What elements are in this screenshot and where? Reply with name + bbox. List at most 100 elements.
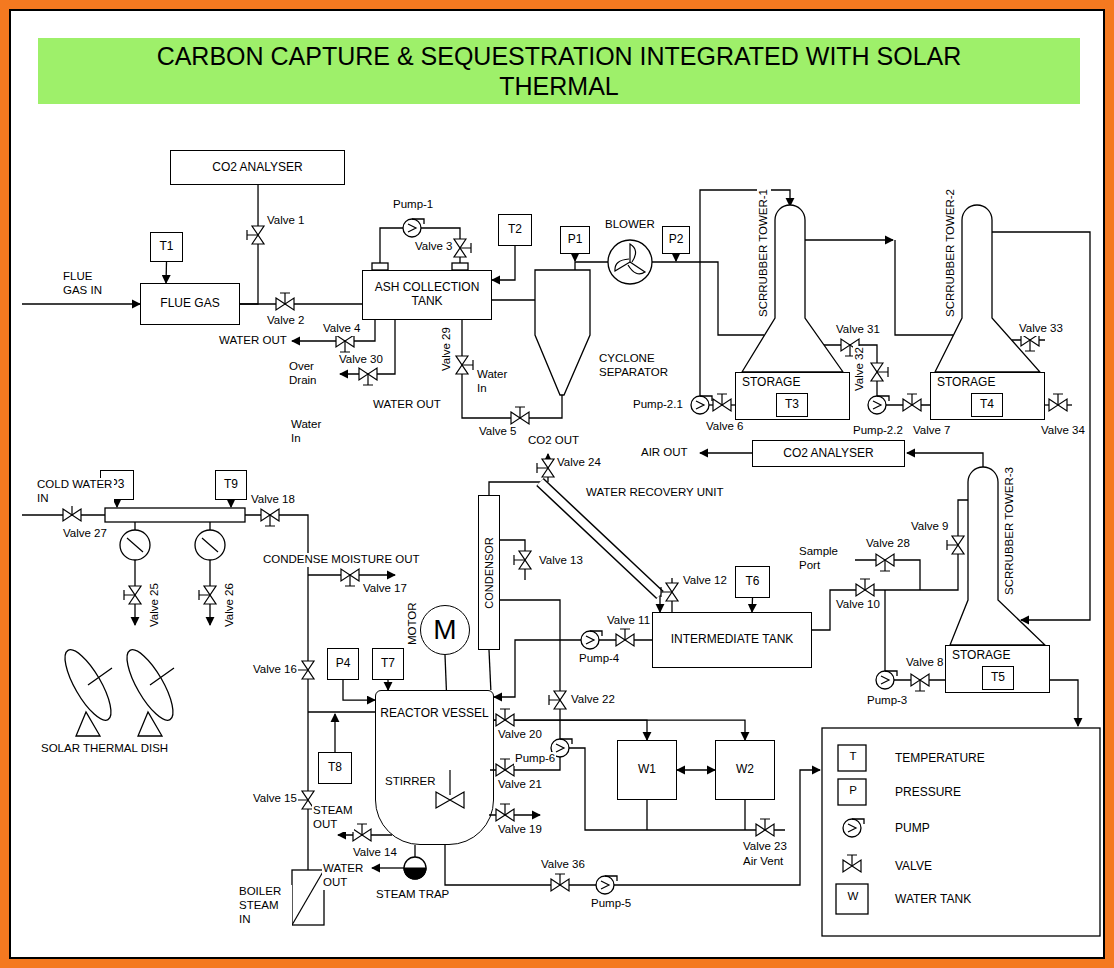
valve-symbol-part (713, 394, 731, 411)
tank-box: ASH COLLECTION TANK (362, 270, 492, 320)
valve-symbol-part (911, 674, 929, 691)
text-label: WATER OUT (218, 334, 288, 348)
valve-symbol-part (947, 536, 964, 554)
text-label: Pump-1 (392, 198, 434, 212)
vessels-part (950, 467, 1045, 645)
text-label: Valve 26 (223, 582, 237, 628)
detail-strokes-part (127, 538, 218, 552)
frame-part (10, 10, 1104, 958)
valve-symbol-part (496, 804, 514, 821)
pipe-lines-part (575, 262, 608, 270)
vessels-part (292, 870, 324, 925)
pipe-connector (165, 262, 167, 283)
text-label: Valve 11 (606, 614, 651, 628)
condensor-column: CONDENSOR (478, 495, 500, 650)
pipe-lines-part (907, 453, 983, 470)
text-label: T (838, 750, 868, 764)
valve-symbol-part (511, 407, 529, 424)
instrument-box: T3 (776, 393, 808, 417)
valve-symbol-part (903, 394, 921, 411)
text-label: CYCLONE SEPARATOR (598, 352, 672, 380)
text-label: Valve 9 (910, 520, 950, 534)
node-text: STORAGE (742, 376, 800, 390)
text-label: Valve 18 (250, 493, 296, 507)
legend-box-part (843, 819, 864, 837)
pump-symbol-part (868, 396, 889, 414)
text-label: Pump-5 (590, 897, 632, 911)
text-label: Valve 6 (705, 420, 745, 434)
pipe-connector (343, 680, 375, 700)
valve-symbol-part (549, 691, 566, 709)
node-text: CO2 ANALYSER (783, 447, 873, 461)
valve-symbol-part (496, 759, 514, 776)
text-label: Valve 8 (905, 656, 945, 670)
blower-symbol-part (608, 240, 652, 284)
vessels-part (105, 508, 245, 522)
node-text: STORAGE (937, 376, 995, 390)
pipe-lines-part (805, 239, 893, 240)
valve-symbol-part (353, 824, 371, 841)
legend-text: TEMPERATURE (895, 751, 985, 765)
valve-symbol-part (336, 335, 354, 352)
solar-thermal-dish (57, 644, 182, 736)
water-tank: W1 (617, 740, 677, 800)
node-text: T9 (224, 478, 238, 492)
solar-thermal-dish-part (88, 668, 174, 685)
text-label: STEAM OUT (312, 804, 354, 832)
node-text: T8 (328, 761, 342, 775)
instrument-box: T1 (150, 232, 183, 262)
pipe-lines-part (574, 254, 575, 261)
instrument-box: P2 (662, 226, 690, 254)
node-text: T7 (381, 657, 395, 671)
node-text: T3 (785, 398, 799, 412)
node-text: P4 (336, 657, 351, 671)
text-label: Valve 17 (362, 582, 408, 596)
pipe-lines-part (22, 303, 140, 304)
text-label: Pump-2.2 (852, 424, 904, 438)
pipe-lines-part (135, 522, 210, 530)
text-label: CO2 OUT (527, 434, 580, 448)
text-label: SCRRUBBER TOWER-3 (1003, 466, 1017, 596)
text-label: Valve 1 (266, 214, 306, 228)
valve-symbol-part (756, 819, 774, 836)
legend-text: WATER TANK (895, 892, 971, 906)
node-text: W1 (638, 763, 656, 777)
text-label: Pump-2.1 (632, 398, 684, 412)
legend-box-part (822, 728, 1100, 936)
storage-tank: STORAGE T4 (930, 372, 1045, 420)
vessels-part (452, 263, 468, 270)
text-label: MOTOR (406, 601, 420, 646)
node-text: W2 (736, 763, 754, 777)
node-text: T4 (980, 398, 994, 412)
instrument-box: T2 (498, 214, 532, 246)
node-text: CONDENSOR (483, 537, 496, 609)
instrument-box: P4 (327, 648, 359, 680)
pipe-connector (751, 598, 753, 612)
pipe-lines-part (116, 500, 117, 507)
text-label: FLUE GAS IN (62, 270, 112, 298)
node-text: T2 (508, 223, 522, 237)
pipe-lines-part (700, 452, 752, 453)
storage-tank: STORAGE T3 (735, 372, 850, 420)
text-label: Over Drain (288, 360, 330, 388)
text-label: COLD WATER IN (36, 478, 114, 506)
legend-box (822, 728, 1100, 936)
title-band: CARBON CAPTURE & SEQUESTRATION INTEGRATE… (38, 38, 1080, 104)
pipe-lines-part (334, 714, 335, 752)
pipe-lines-part (372, 867, 404, 868)
pipe-connector (387, 680, 388, 690)
node-text: P2 (669, 233, 684, 247)
pump-symbol-part (876, 671, 897, 689)
text-label: BOILER STEAM IN (238, 885, 292, 926)
text-label: WATER OUT (322, 862, 369, 890)
valve-symbol-part (1049, 394, 1067, 411)
text-label: Valve 36 (540, 858, 586, 872)
reactor-vessel: REACTOR VESSEL (375, 690, 494, 845)
pipe-lines-part (490, 299, 535, 300)
pump-symbol-part (596, 876, 617, 894)
pipe-connector (489, 482, 660, 612)
text-label: Valve 32 (853, 346, 867, 392)
pipe-connector (677, 769, 715, 770)
text-label: Valve 3 (414, 240, 454, 254)
valve-symbol-part (359, 368, 377, 385)
